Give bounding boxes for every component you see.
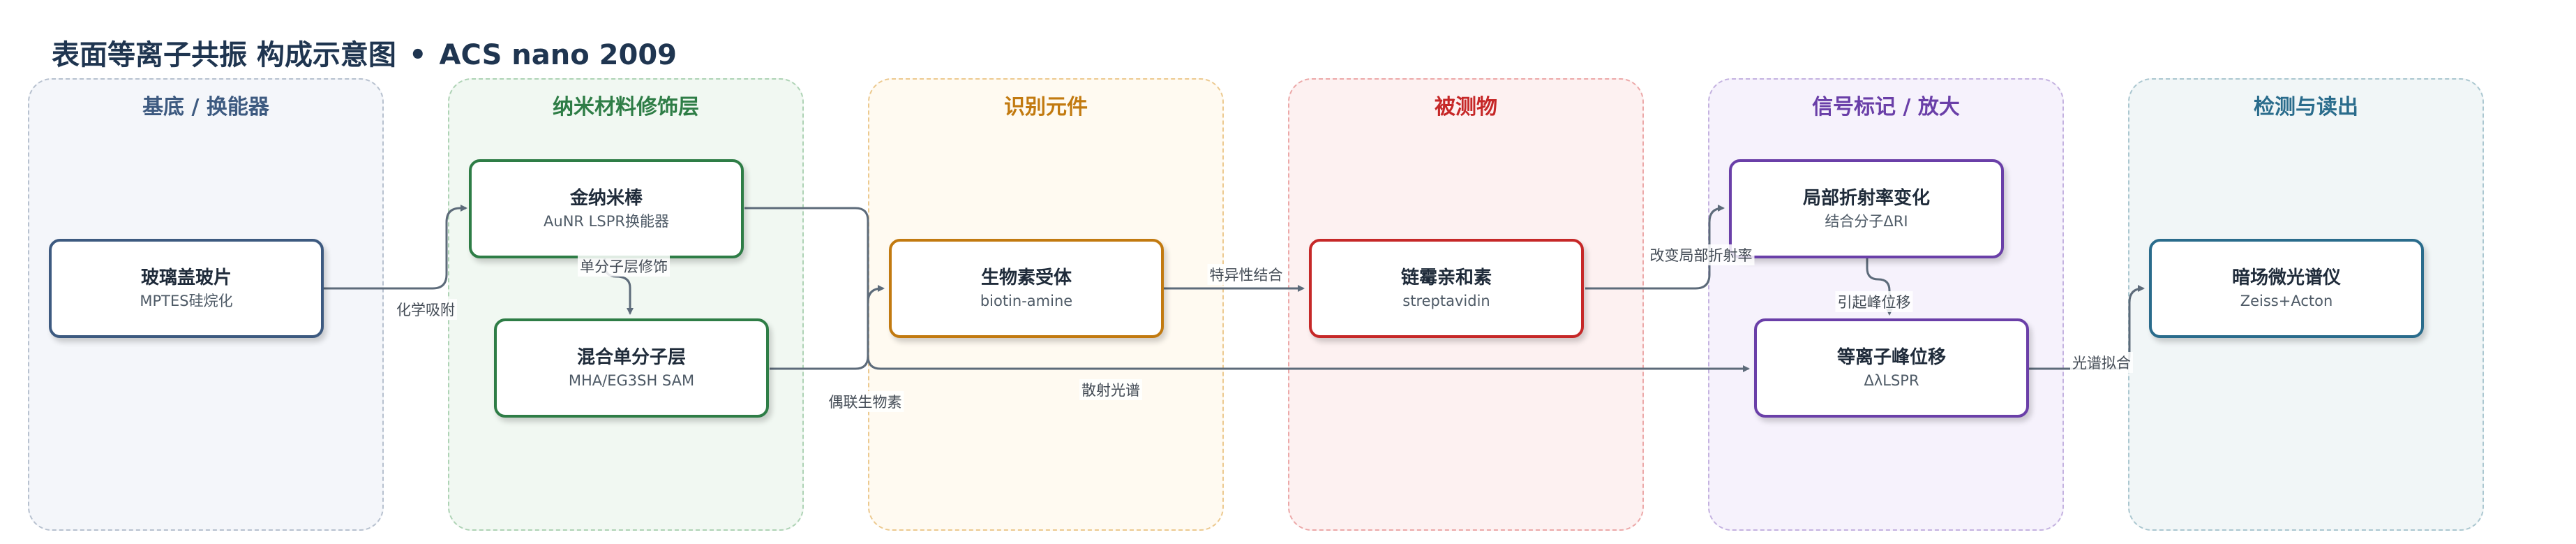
node-darkfield-spectrometer[interactable]: 暗场微光谱仪 Zeiss+Acton	[2149, 239, 2424, 338]
node-refractive-index-change[interactable]: 局部折射率变化 结合分子ΔRI	[1729, 159, 2004, 258]
edge-label-scattering: 散射光谱	[1079, 379, 1142, 400]
node-title: 局部折射率变化	[1802, 188, 1930, 209]
edge-aunr-to-peakshift	[744, 207, 1750, 372]
lane-title-substrate: 基底 / 换能器	[142, 95, 269, 119]
lane-title-nanomaterial: 纳米材料修饰层	[553, 95, 699, 119]
lane-title-signal: 信号标记 / 放大	[1812, 95, 1960, 119]
node-title: 链霉亲和素	[1400, 267, 1492, 288]
node-streptavidin[interactable]: 链霉亲和素 streptavidin	[1309, 239, 1584, 338]
edge-streptavidin-to-refractive	[1585, 205, 1725, 290]
node-subtitle: Zeiss+Acton	[2240, 293, 2333, 309]
lane-nanomaterial: 纳米材料修饰层	[448, 78, 804, 531]
node-gold-nanorod[interactable]: 金纳米棒 AuNR LSPR换能器	[469, 159, 744, 258]
node-title: 混合单分子层	[576, 347, 686, 368]
node-subtitle: ΔλLSPR	[1864, 372, 1919, 389]
node-title: 生物素受体	[980, 267, 1072, 288]
lane-title-readout: 检测与读出	[2254, 95, 2358, 119]
edge-refractive-to-peakshift	[1866, 257, 1893, 316]
title-separator: •	[408, 39, 427, 71]
node-title: 等离子峰位移	[1836, 347, 1946, 368]
lane-title-analyte: 被测物	[1435, 95, 1497, 119]
edge-label-change-ri: 改变局部折射率	[1647, 244, 1755, 265]
node-subtitle: MPTES硅烷化	[140, 293, 233, 309]
node-mixed-monolayer[interactable]: 混合单分子层 MHA/EG3SH SAM	[494, 318, 769, 418]
edge-label-monolayer: 单分子层修饰	[578, 256, 670, 277]
edge-sam-to-biotin	[770, 285, 885, 370]
lane-title-recognition: 识别元件	[1004, 95, 1088, 119]
diagram-source: ACS nano 2009	[439, 39, 677, 71]
node-subtitle: AuNR LSPR换能器	[544, 213, 669, 230]
node-subtitle: MHA/EG3SH SAM	[568, 372, 695, 389]
node-title: 暗场微光谱仪	[2231, 267, 2341, 288]
node-title: 玻璃盖玻片	[140, 267, 232, 288]
node-subtitle: biotin-amine	[980, 293, 1073, 309]
node-subtitle: 结合分子ΔRI	[1825, 213, 1908, 230]
node-glass-coverslip[interactable]: 玻璃盖玻片 MPTES硅烷化	[49, 239, 324, 338]
diagram-title: 表面等离子共振 构成示意图	[52, 39, 396, 71]
node-biotin-receptor[interactable]: 生物素受体 biotin-amine	[889, 239, 1164, 338]
node-subtitle: streptavidin	[1402, 293, 1490, 309]
node-plasmon-peak-shift[interactable]: 等离子峰位移 ΔλLSPR	[1754, 318, 2029, 418]
lane-substrate: 基底 / 换能器	[28, 78, 384, 531]
node-title: 金纳米棒	[569, 188, 643, 209]
page-title: 表面等离子共振 构成示意图 • ACS nano 2009	[52, 32, 677, 73]
edge-label-spectral-fit: 光谱拟合	[2070, 352, 2133, 373]
edge-label-chemisorption: 化学吸附	[394, 299, 457, 320]
edge-glass-to-aunr	[324, 205, 467, 290]
edge-label-specific-binding: 特异性结合	[1207, 264, 1285, 285]
edge-label-couple: 偶联生物素	[826, 391, 904, 412]
edge-label-cause-shift: 引起峰位移	[1835, 291, 1913, 312]
